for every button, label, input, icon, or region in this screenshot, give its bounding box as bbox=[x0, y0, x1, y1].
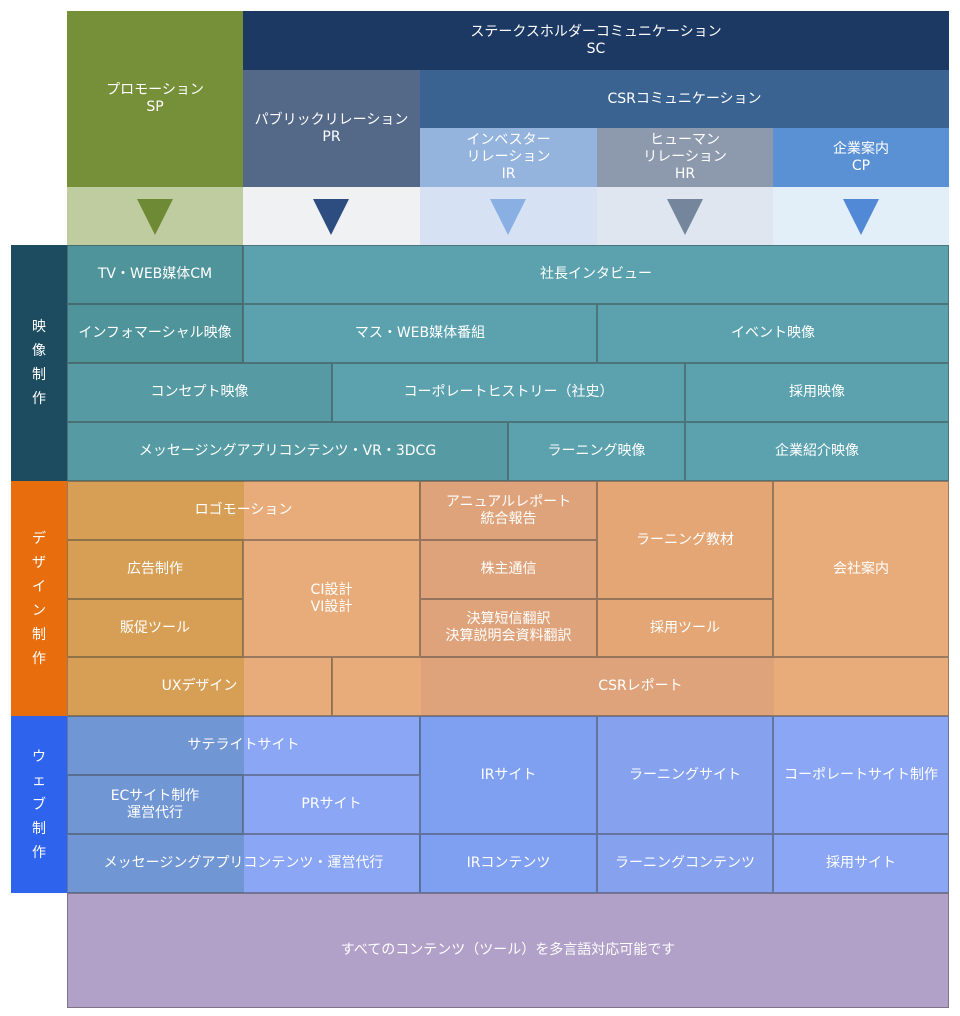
header-hr: ヒューマン リレーション HR bbox=[597, 128, 773, 187]
design-ad-label: 広告制作 bbox=[127, 561, 183, 577]
video-interview-label: 社長インタビュー bbox=[540, 266, 652, 282]
video-infomercial: インフォマーシャル映像 bbox=[67, 304, 243, 363]
header-sp-label: プロモーション SP bbox=[106, 82, 204, 115]
design-learning-material: ラーニング教材 bbox=[597, 481, 773, 599]
design-shareholder-label: 株主通信 bbox=[480, 561, 537, 577]
video-recruit: 採用映像 bbox=[685, 363, 949, 422]
video-tv-cm: TV・WEB媒体CM bbox=[67, 245, 243, 304]
design-csr-report: CSRレポート bbox=[332, 657, 949, 716]
design-earnings-label: 決算短信翻訳 決算説明会資料翻訳 bbox=[445, 611, 572, 644]
design-promo-tool-label: 販促ツール bbox=[120, 619, 190, 636]
web-ir-site: IRサイト bbox=[420, 716, 597, 834]
design-earnings: 決算短信翻訳 決算説明会資料翻訳 bbox=[420, 599, 597, 657]
web-ir-contents: IRコンテンツ bbox=[420, 834, 597, 893]
video-mass-program: マス・WEB媒体番組 bbox=[243, 304, 597, 363]
arrow-down-sp-icon bbox=[137, 199, 173, 235]
web-pr-site: PRサイト bbox=[243, 775, 420, 834]
web-corporate-site-label: コーポレートサイト制作 bbox=[784, 766, 938, 783]
design-shareholder: 株主通信 bbox=[420, 540, 597, 599]
design-annual-report: アニュアルレポート 統合報告 bbox=[420, 481, 597, 540]
header-csr-label: CSRコミュニケーション bbox=[607, 90, 762, 107]
header-sc-label: ステークスホルダーコミュニケーション SC bbox=[470, 23, 722, 57]
web-learning-contents-label: ラーニングコンテンツ bbox=[615, 855, 755, 871]
header-sc: ステークスホルダーコミュニケーション SC bbox=[243, 11, 949, 70]
header-ir-label: インベスター リレーション IR bbox=[466, 132, 551, 182]
web-learning-site: ラーニングサイト bbox=[597, 716, 773, 834]
design-logo-motion: ロゴモーション bbox=[67, 481, 420, 540]
design-csr-report-label: CSRレポート bbox=[598, 678, 683, 694]
web-satellite: サテライトサイト bbox=[67, 716, 420, 775]
video-company-intro: 企業紹介映像 bbox=[685, 422, 949, 481]
design-logo-motion-label: ロゴモーション bbox=[194, 502, 293, 518]
arrow-down-hr-icon bbox=[667, 199, 703, 235]
web-ir-contents-label: IRコンテンツ bbox=[466, 855, 551, 871]
video-concept: コンセプト映像 bbox=[67, 363, 332, 422]
web-ec-site-label: ECサイト制作 運営代行 bbox=[110, 787, 200, 821]
design-company-profile: 会社案内 bbox=[773, 481, 949, 657]
web-pr-site-label: PRサイト bbox=[301, 796, 362, 812]
web-satellite-label: サテライトサイト bbox=[187, 737, 300, 753]
design-ci: CI設計 VI設計 bbox=[243, 540, 420, 657]
video-recruit-label: 採用映像 bbox=[789, 384, 845, 400]
header-csr: CSRコミュニケーション bbox=[420, 70, 949, 128]
header-pr: パブリックリレーション PR bbox=[243, 70, 420, 187]
video-corporate-history-label: コーポレートヒストリー（社史） bbox=[403, 384, 614, 400]
design-promo-tool: 販促ツール bbox=[67, 599, 243, 657]
header-ir: インベスター リレーション IR bbox=[420, 128, 597, 187]
section-design: デザイン制作 bbox=[11, 481, 67, 716]
design-ad: 広告制作 bbox=[67, 540, 243, 599]
design-annual-report-label: アニュアルレポート 統合報告 bbox=[445, 493, 572, 527]
section-design-label: デザイン制作 bbox=[32, 530, 46, 667]
web-messaging-ops: メッセージングアプリコンテンツ・運営代行 bbox=[67, 834, 420, 893]
section-video-label: 映像制作 bbox=[32, 319, 46, 407]
section-video: 映像制作 bbox=[11, 245, 67, 481]
design-ux: UXデザイン bbox=[67, 657, 332, 716]
section-web: ウェブ制作 bbox=[11, 716, 67, 893]
web-ir-site-label: IRサイト bbox=[480, 766, 537, 783]
design-learning-material-label: ラーニング教材 bbox=[636, 531, 734, 548]
web-learning-site-label: ラーニングサイト bbox=[629, 766, 741, 783]
header-cp: 企業案内 CP bbox=[773, 128, 949, 187]
video-messaging: メッセージングアプリコンテンツ・VR・3DCG bbox=[67, 422, 508, 481]
design-ci-label: CI設計 VI設計 bbox=[310, 581, 353, 615]
web-ec-site: ECサイト制作 運営代行 bbox=[67, 775, 243, 834]
video-tv-cm-label: TV・WEB媒体CM bbox=[97, 266, 213, 282]
arrow-down-cp-icon bbox=[843, 199, 879, 235]
design-ux-label: UXデザイン bbox=[161, 678, 238, 694]
video-mass-program-label: マス・WEB媒体番組 bbox=[354, 325, 486, 341]
multilingual-banner: すべてのコンテンツ（ツール）を多言語対応可能です bbox=[67, 893, 949, 1008]
multilingual-label: すべてのコンテンツ（ツール）を多言語対応可能です bbox=[340, 942, 676, 958]
arrow-down-pr-icon bbox=[313, 199, 349, 235]
video-interview: 社長インタビュー bbox=[243, 245, 949, 304]
web-corporate-site: コーポレートサイト制作 bbox=[773, 716, 949, 834]
design-company-profile-label: 会社案内 bbox=[833, 560, 889, 577]
design-recruit-tool-label: 採用ツール bbox=[650, 619, 720, 636]
video-messaging-label: メッセージングアプリコンテンツ・VR・3DCG bbox=[138, 443, 437, 459]
video-corporate-history: コーポレートヒストリー（社史） bbox=[332, 363, 685, 422]
design-recruit-tool: 採用ツール bbox=[597, 599, 773, 657]
section-web-label: ウェブ制作 bbox=[32, 748, 46, 861]
video-event-label: イベント映像 bbox=[731, 325, 815, 341]
video-event: イベント映像 bbox=[597, 304, 949, 363]
web-messaging-ops-label: メッセージングアプリコンテンツ・運営代行 bbox=[103, 855, 384, 871]
web-recruit-site: 採用サイト bbox=[773, 834, 949, 893]
web-recruit-site-label: 採用サイト bbox=[826, 855, 896, 871]
header-cp-label: 企業案内 CP bbox=[833, 140, 889, 174]
video-infomercial-label: インフォマーシャル映像 bbox=[78, 325, 232, 341]
video-learning: ラーニング映像 bbox=[508, 422, 685, 481]
header-sp: プロモーション SP bbox=[67, 11, 243, 187]
header-hr-label: ヒューマン リレーション HR bbox=[643, 132, 727, 182]
header-pr-label: パブリックリレーション PR bbox=[254, 111, 409, 145]
arrow-down-ir-icon bbox=[490, 199, 526, 235]
video-concept-label: コンセプト映像 bbox=[150, 384, 249, 400]
web-learning-contents: ラーニングコンテンツ bbox=[597, 834, 773, 893]
video-learning-label: ラーニング映像 bbox=[547, 443, 646, 459]
video-company-intro-label: 企業紹介映像 bbox=[775, 443, 859, 459]
